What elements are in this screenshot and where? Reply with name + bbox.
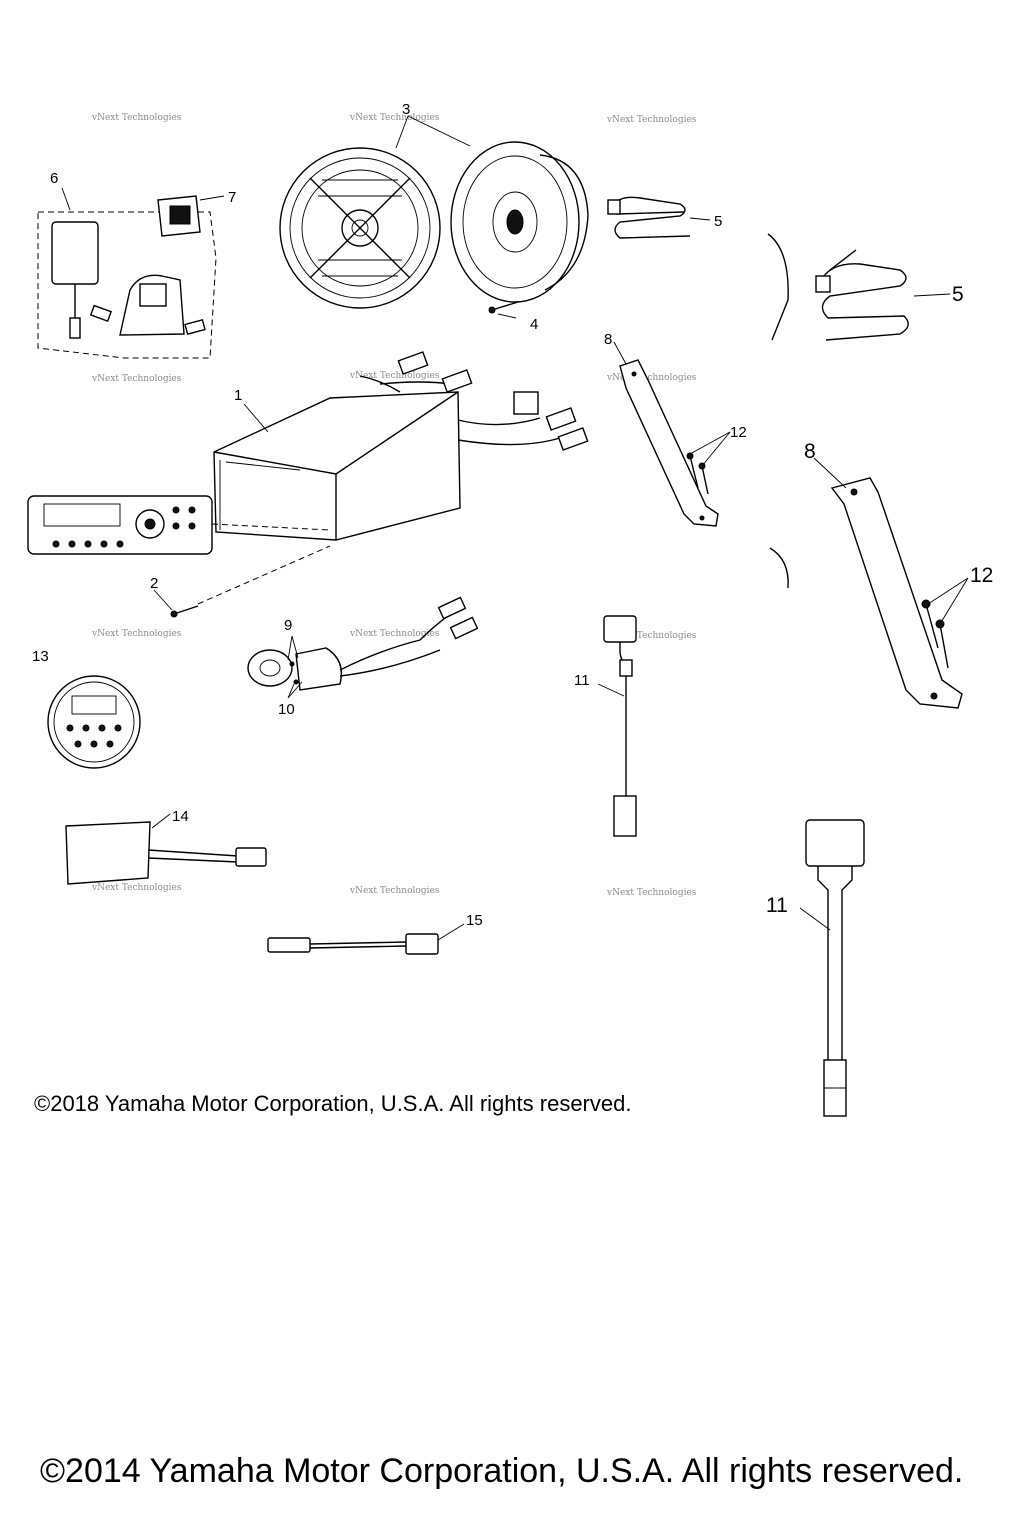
aux-input-jack <box>247 596 479 691</box>
mounting-bracket <box>619 359 719 527</box>
speaker-harness <box>607 196 691 239</box>
watermark: vNext Technologies <box>606 888 697 898</box>
callout-12: 12 <box>730 424 747 441</box>
watermark: vNext Technologies <box>349 886 440 896</box>
callouts: 3 6 7 5 5 4 8 1 12 8 12 2 9 13 11 10 14 … <box>32 101 993 929</box>
callout-8: 8 <box>604 331 612 348</box>
callout-7: 7 <box>228 189 236 206</box>
callout-3: 3 <box>402 101 410 118</box>
callout-13: 13 <box>32 648 49 665</box>
callout-8-detail: 8 <box>804 440 816 463</box>
callout-9: 9 <box>284 617 292 634</box>
bluetooth-module <box>65 821 267 885</box>
speaker <box>450 141 589 303</box>
mounting-screw <box>170 545 331 618</box>
extension-cable <box>267 933 439 955</box>
watermark: vNext Technologies <box>91 883 182 893</box>
callout-6: 6 <box>50 170 58 187</box>
watermark: vNext Technologies <box>91 629 182 639</box>
watermark: vNext Technologies <box>606 373 697 383</box>
callout-11: 11 <box>574 672 590 689</box>
speaker-screw <box>488 301 519 314</box>
head-unit <box>213 351 589 541</box>
callout-14: 14 <box>172 808 189 825</box>
watermark: vNext Technologies <box>91 374 182 384</box>
speaker-harness-detail <box>767 233 909 341</box>
callout-12-detail: 12 <box>970 564 993 587</box>
callout-10: 10 <box>278 701 295 718</box>
ipod-cable-detail <box>805 819 865 1117</box>
ipod-player <box>51 221 99 285</box>
wired-remote <box>47 675 141 769</box>
copyright-notice: ©2018 Yamaha Motor Corporation, U.S.A. A… <box>34 1091 632 1116</box>
watermark: vNext Technologies <box>606 115 697 125</box>
head-unit-faceplate <box>27 495 331 555</box>
speaker-grille <box>279 147 441 309</box>
callout-2: 2 <box>150 575 158 592</box>
callout-4: 4 <box>530 316 538 333</box>
ipod-cable <box>603 615 637 837</box>
watermark: vNext Technologies <box>349 629 440 639</box>
copyright-notice-footer: ©2014 Yamaha Motor Corporation, U.S.A. A… <box>40 1452 964 1490</box>
watermark: vNext Technologies <box>349 371 440 381</box>
ipod-dock-group <box>37 195 217 359</box>
leader-lines <box>61 115 969 941</box>
callout-5-detail: 5 <box>952 283 964 306</box>
callout-1: 1 <box>234 387 242 404</box>
watermark: vNext Technologies <box>349 113 440 123</box>
mounting-bracket-detail <box>769 477 963 709</box>
callout-5: 5 <box>714 213 722 230</box>
watermark: vNext Technologies <box>91 113 182 123</box>
watermark: vNext Technologies <box>606 631 697 641</box>
callout-11-detail: 11 <box>766 894 788 917</box>
bracket-screws-detail <box>921 599 949 669</box>
watermarks: vNext Technologies vNext Technologies vN… <box>91 113 697 898</box>
callout-15: 15 <box>466 912 483 929</box>
